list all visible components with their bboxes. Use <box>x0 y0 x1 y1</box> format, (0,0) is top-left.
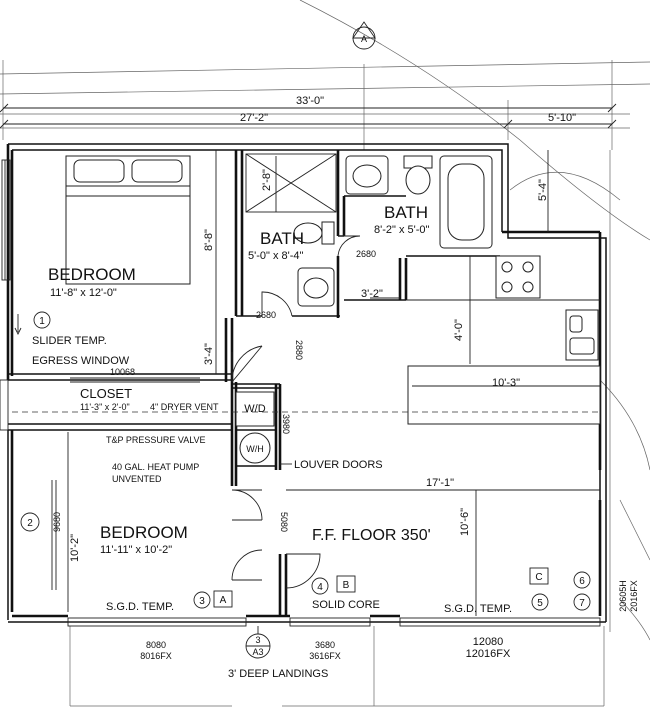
closet-size: 11'-3" x 2'-0" <box>80 402 130 412</box>
bedroom1-name: BEDROOM <box>48 265 136 284</box>
note-solid-core: SOLID CORE <box>312 599 380 611</box>
bath2-size: 8'-2" x 5'-0" <box>374 224 430 236</box>
tag-7: 7 <box>573 593 591 611</box>
dim-bedroom2-height: 10'-2" <box>69 534 81 562</box>
note-heat-pump-1: 40 GAL. HEAT PUMP <box>112 462 199 472</box>
svg-text:6: 6 <box>579 576 585 587</box>
note-landings: 3' DEEP LANDINGS <box>228 668 328 680</box>
closet-name: CLOSET <box>80 386 132 401</box>
dim-closet-height: 3'-4" <box>203 343 215 365</box>
note-egress-2: EGRESS WINDOW <box>32 355 130 367</box>
detail-callout: 3 A3 <box>245 626 271 659</box>
grid-lines <box>0 0 650 707</box>
tag-c: C <box>529 567 549 585</box>
bath2-name: BATH <box>384 203 428 222</box>
note-dryer-vent: 4" DRYER VENT <box>150 402 219 412</box>
note-heat-pump-2: UNVENTED <box>112 474 162 484</box>
doors <box>70 235 361 589</box>
svg-text:1: 1 <box>39 316 45 327</box>
note-louver: LOUVER DOORS <box>294 459 383 471</box>
section-marker: A <box>352 21 376 50</box>
door-tag-laundry: 3980 <box>281 414 291 434</box>
door-tag-bath2: 2680 <box>356 249 376 259</box>
svg-text:A: A <box>220 595 227 606</box>
window-tag-side-2: 2016FX <box>629 580 639 612</box>
door-tag-entry: 5080 <box>279 512 289 532</box>
washer-dryer-label: W/D <box>244 403 265 415</box>
dim-left-width: 27'-2" <box>240 112 268 124</box>
windows <box>0 159 601 627</box>
tag-2: 2 <box>20 512 40 532</box>
window-tag-mid-2: 3616FX <box>309 651 341 661</box>
floor-name: F.F. FLOOR 350' <box>312 527 431 544</box>
svg-text:5: 5 <box>537 598 543 609</box>
egress-arrow <box>14 314 22 336</box>
window-tag-right-1: 12080 <box>473 636 504 648</box>
door-tag-bedroom1: 2880 <box>294 340 304 360</box>
laundry <box>235 391 275 464</box>
note-egress-1: SLIDER TEMP. <box>32 335 107 347</box>
svg-text:2: 2 <box>27 518 33 529</box>
kitchen <box>406 255 601 425</box>
window-tag-mid-1: 3680 <box>315 640 335 650</box>
note-sgd-left: S.G.D. TEMP. <box>106 601 174 613</box>
window-tag-side-1: 20605H <box>618 580 628 612</box>
svg-text:7: 7 <box>579 598 585 609</box>
detail-number: 3 <box>255 635 260 645</box>
dim-kitchen-depth: 4'-0" <box>453 319 465 341</box>
interior-dimension-lines <box>12 150 600 616</box>
bath1-name: BATH <box>260 229 304 248</box>
window-tag-left-2: 8016FX <box>140 651 172 661</box>
tag-1: 1 <box>33 311 51 329</box>
window-tag-left-1: 8080 <box>146 640 166 650</box>
dim-island-width: 10'-3" <box>492 377 520 389</box>
tag-a: A <box>213 590 233 608</box>
interior-walls <box>8 150 500 616</box>
tag-6: 6 <box>573 571 591 589</box>
window-tag-right-2: 12016FX <box>466 648 511 660</box>
note-tp-valve: T&P PRESSURE VALVE <box>106 435 206 445</box>
svg-text:B: B <box>343 580 350 591</box>
svg-text:C: C <box>535 572 542 583</box>
dim-bedroom1-height: 8'-8" <box>203 229 215 251</box>
dim-right-height: 5'-4" <box>537 179 549 201</box>
note-sgd-right: S.G.D. TEMP. <box>444 603 512 615</box>
dim-great-room-depth: 10'-6" <box>459 508 471 536</box>
tag-b: B <box>336 575 356 593</box>
door-tag-bedroom2: 9680 <box>52 512 62 532</box>
section-marker-letter: A <box>361 34 367 44</box>
svg-text:3: 3 <box>199 596 205 607</box>
svg-text:4: 4 <box>317 582 323 593</box>
bath2-fixtures <box>345 155 493 249</box>
detail-sheet: A3 <box>252 647 263 657</box>
door-tag-bath1: 2680 <box>256 310 276 320</box>
door-tag-closet: 10068 <box>110 367 135 377</box>
tag-5: 5 <box>531 593 549 611</box>
bath1-size: 5'-0" x 8'-4" <box>248 250 304 262</box>
top-dimensions: 33'-0" 27'-2" 5'-10" <box>0 95 617 129</box>
tag-3: 3 <box>193 591 211 609</box>
bedroom2-size: 11'-11" x 10'-2" <box>100 544 172 556</box>
water-heater-label: W/H <box>246 444 264 454</box>
tag-4: 4 <box>311 577 329 595</box>
dim-bath2-door: 3'-2" <box>361 288 383 300</box>
bed <box>65 155 191 285</box>
bedroom1-size: 11'-8" x 12'-0" <box>50 287 117 299</box>
dim-overall-width: 33'-0" <box>296 95 324 107</box>
bedroom2-name: BEDROOM <box>100 523 188 542</box>
dim-right-width: 5'-10" <box>548 112 576 124</box>
dim-great-room-width: 17'-1" <box>426 477 454 489</box>
dim-shower: 2'-8" <box>261 169 273 191</box>
bath1-fixtures <box>245 153 337 307</box>
